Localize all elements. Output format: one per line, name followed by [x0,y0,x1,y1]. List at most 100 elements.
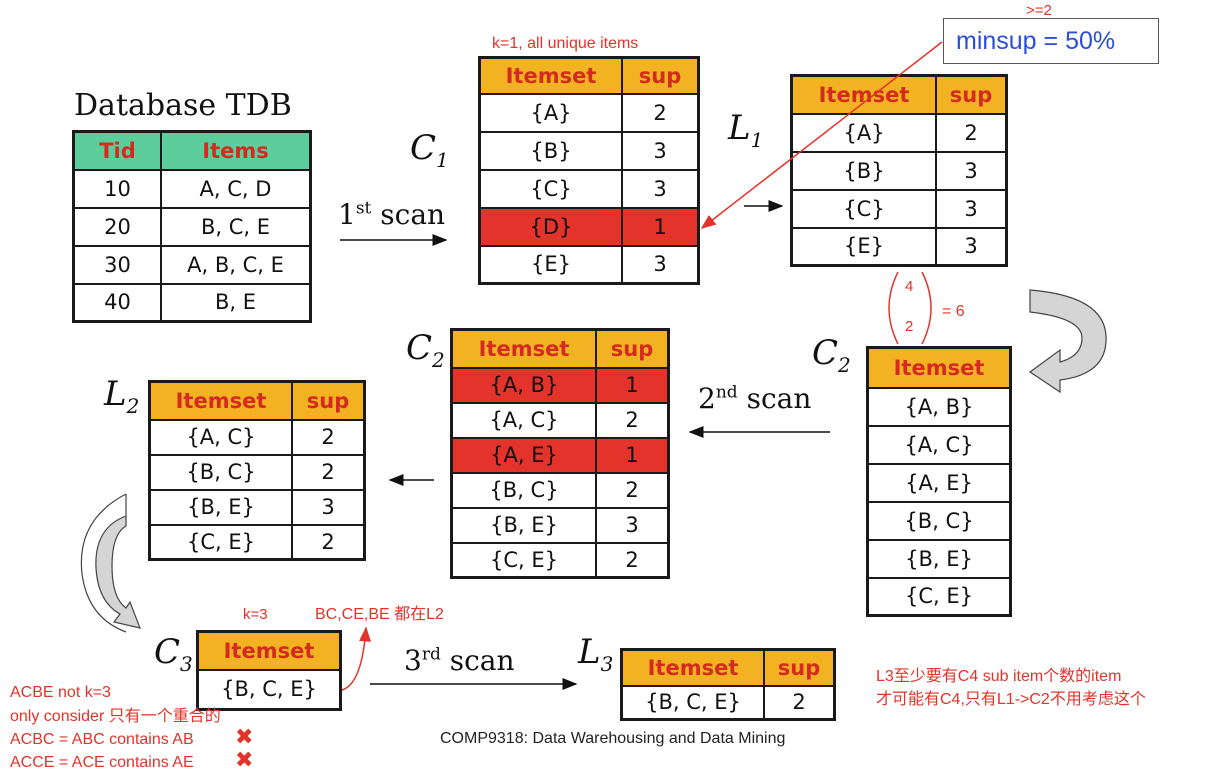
cross-icon: ✖ [235,725,254,750]
c2-right-cell: {C, E} [866,576,1012,617]
pruned-row: {A, B}1 [450,366,670,404]
c2-right-cell: {A, E} [866,462,1012,503]
page-title: Database TDB [74,88,292,123]
c2-mid-label: C2 [406,328,445,372]
c2-cell: 1 [595,366,670,404]
pruned-row: {D}1 [478,206,700,247]
c2-cell: 2 [595,541,670,579]
c2-right-header: Itemset [866,346,1012,389]
tdb-cell: 40 [72,282,162,323]
c2-cell: 1 [595,436,670,474]
c1-cell: {C} [478,168,623,209]
c2-right-cell: {A, B} [866,386,1012,427]
cross-icon: ✖ [235,748,254,773]
l2-cell: 2 [291,453,366,491]
tdb-cell: 20 [72,206,162,247]
c1-header-itemset: Itemset [478,56,623,95]
l2-cell: {A, C} [148,418,293,456]
c1-cell: {E} [478,244,623,285]
comb-bottom: 2 [905,318,914,335]
l1-header-sup: sup [935,74,1008,115]
l2-cell: 2 [291,418,366,456]
tdb-header-tid: Tid [72,130,162,171]
curved-arrow-right [1028,289,1107,394]
c2-right-cell: {A, C} [866,424,1012,465]
l2-cell: {B, C} [148,453,293,491]
left-note-3: ACBC = ABC contains AB [10,731,194,748]
c2-right-label: C2 [812,333,851,377]
l3-header-itemset: Itemset [620,648,765,687]
right-note-2: 才可能有C4,只有L1->C2不用考虑这个 [876,691,1146,708]
c2-cell: {B, E} [450,506,597,544]
l3-header-sup: sup [763,648,836,687]
c1-cell: 2 [621,92,700,133]
l2-cell: 2 [291,523,366,561]
l1-cell: 3 [935,188,1008,229]
tdb-cell: 30 [72,244,162,285]
c2-right-cell: {B, C} [866,500,1012,541]
c1-cell: 3 [621,130,700,171]
c2-cell: 3 [595,506,670,544]
c3-cell: {B, C, E} [196,668,342,711]
left-note-1: ACBE not k=3 [10,684,111,701]
k1-note: k=1, all unique items [492,35,639,52]
minsup-note: >=2 [1026,2,1052,19]
l1-cell: 3 [935,150,1008,191]
l2-cell: {B, E} [148,488,293,526]
pruned-row: {A, E}1 [450,436,670,474]
tdb-cell: A, C, D [160,168,312,209]
tdb-cell: B, E [160,282,312,323]
c1-cell: 3 [621,168,700,209]
c3-note-arrow [341,626,372,691]
curved-arrow-left [80,493,141,633]
l3-cell: {B, C, E} [620,684,765,721]
l1-cell: 2 [935,112,1008,153]
l2-cell: {C, E} [148,523,293,561]
c2-cell: {C, E} [450,541,597,579]
minsup-box: minsup = 50% [943,18,1159,64]
l2-header-sup: sup [291,380,366,421]
scan-1-label: 1st scan [338,198,446,231]
c2-cell: 2 [595,401,670,439]
footer-text: COMP9318: Data Warehousing and Data Mini… [440,730,786,747]
l2-note: BC,CE,BE 都在L2 [315,606,444,623]
comb-paren-right [921,271,932,345]
minsup-arrow [700,41,943,229]
l1-header-itemset: Itemset [790,74,937,115]
c2-cell: {A, E} [450,436,597,474]
left-note-4: ACCE = ACE contains AE [10,754,194,771]
k3-note: k=3 [243,606,268,623]
c2-right-cell: {B, E} [866,538,1012,579]
tdb-header-items: Items [160,130,312,171]
l1-cell: {C} [790,188,937,229]
l2-label: L2 [104,374,140,418]
l1-cell: 3 [935,226,1008,267]
c1-cell: {A} [478,92,623,133]
c3-header: Itemset [196,630,342,671]
l3-cell: 2 [763,684,836,721]
l1-label: L1 [728,108,764,152]
c2-cell: {A, B} [450,366,597,404]
scan-2-label: 2nd scan [698,382,812,415]
right-note-1: L3至少要有C4 sub item个数的item [876,668,1122,685]
c2-candidate-table: Itemset {A, B} {A, C} {A, E} {B, C} {B, … [866,346,1012,617]
c1-cell: 1 [621,206,700,247]
c1-cell: {D} [478,206,623,247]
tdb-cell: 10 [72,168,162,209]
c1-cell: 3 [621,244,700,285]
l2-header-itemset: Itemset [148,380,293,421]
c3-label: C3 [154,632,193,676]
l2-cell: 3 [291,488,366,526]
tdb-cell: B, C, E [160,206,312,247]
c2-header-sup: sup [595,328,670,369]
l1-cell: {E} [790,226,937,267]
c3-table: Itemset {B, C, E} [196,630,342,711]
comb-result: = 6 [942,303,965,320]
tdb-cell: A, B, C, E [160,244,312,285]
